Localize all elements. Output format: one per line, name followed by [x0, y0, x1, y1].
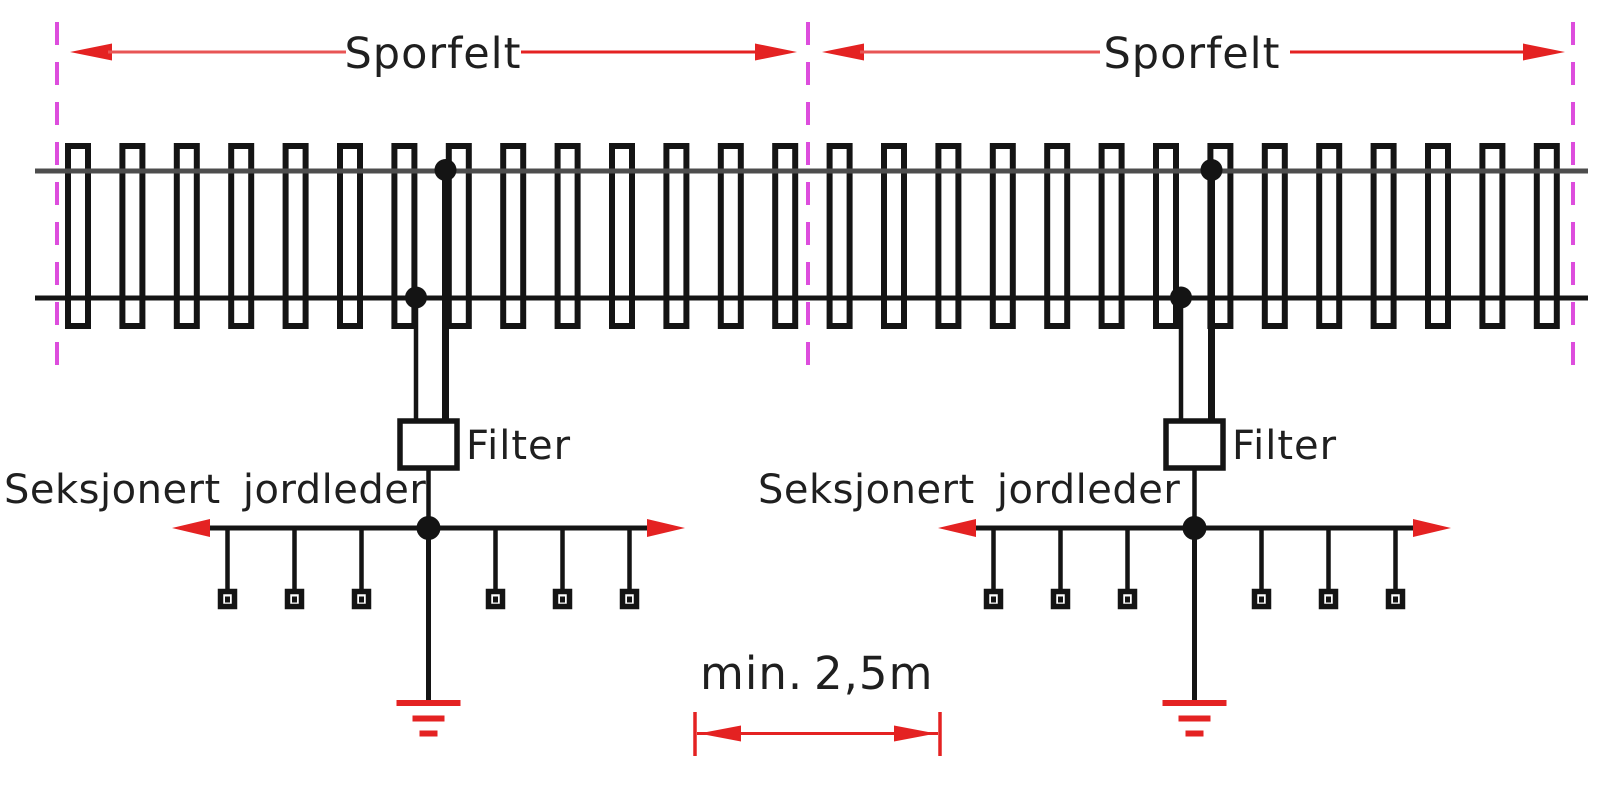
electrode-core [225, 596, 230, 603]
separation-dimension: min. 2,5m [693, 647, 942, 756]
electrode-core [991, 596, 996, 603]
filter-label: Filter [466, 423, 571, 469]
arrow-left-icon [822, 43, 864, 61]
sleeper [989, 143, 1016, 329]
ground-bar-3 [419, 730, 438, 737]
track-sleepers [65, 143, 1560, 329]
sleeper [500, 143, 527, 329]
electrode-core [560, 596, 565, 603]
filter-label: Filter [1232, 423, 1337, 469]
arrow-right-icon [894, 725, 936, 742]
arrow-left-icon [70, 43, 112, 61]
earth-electrodes [983, 528, 1406, 610]
sporfelt-label: Sporfelt [1104, 29, 1281, 79]
sleeper [65, 143, 91, 329]
electrode-core [493, 596, 498, 603]
rail-tap-node-bottom [1170, 286, 1192, 309]
sporfelt-span-right: Sporfelt [822, 29, 1565, 79]
sleeper [935, 143, 962, 329]
arrow-right-icon [1413, 519, 1451, 537]
sleeper [391, 143, 418, 329]
ground-symbol [1162, 700, 1227, 737]
arrow-right-icon [647, 519, 685, 537]
jordleder-label: Seksjonert jordleder [4, 467, 426, 513]
rail-tap-node-top [1200, 159, 1223, 181]
ground-bar-1 [1162, 700, 1227, 706]
sleeper [337, 143, 363, 329]
arrow-left-icon [938, 519, 976, 537]
electrode-core [359, 596, 364, 603]
sleeper [173, 143, 200, 329]
sleeper [609, 143, 635, 329]
dimension-value-label: 2,5m [814, 647, 933, 700]
sleeper [1425, 143, 1451, 329]
sleeper [1261, 143, 1288, 329]
sleeper [554, 143, 581, 329]
electrode-core [1326, 596, 1331, 603]
sporfelt-label: Sporfelt [345, 29, 522, 79]
electrode-core [292, 596, 297, 603]
ground-bar-2 [1178, 715, 1211, 722]
arrow-right-icon [1523, 43, 1565, 61]
electrode-core [1058, 596, 1063, 603]
track-connection-right: Filter Seksjonert jordleder [758, 159, 1451, 737]
sleeper [826, 143, 853, 329]
sleeper [772, 143, 799, 329]
sleeper [663, 143, 690, 329]
sleeper [717, 143, 744, 329]
ground-bar-2 [412, 715, 445, 722]
jordleder-label: Seksjonert jordleder [758, 467, 1180, 513]
sleeper [119, 143, 146, 329]
electrode-core [627, 596, 632, 603]
arrow-right-icon [755, 43, 797, 61]
rail-tap-node-bottom [405, 286, 427, 309]
sleeper [1098, 143, 1125, 329]
sleeper [1044, 143, 1071, 329]
filter-box [397, 418, 460, 471]
sleeper [881, 143, 907, 329]
arrow-left-icon [699, 725, 741, 742]
track-connection-left: Filter Seksjonert jordleder [4, 159, 685, 737]
sleeper [282, 143, 309, 329]
filter-box [1163, 418, 1226, 471]
dimension-prefix-label: min. [700, 647, 803, 700]
ground-symbol [396, 700, 461, 737]
electrode-core [1259, 596, 1264, 603]
sporfelt-span-left: Sporfelt [70, 29, 797, 79]
sleeper [1370, 143, 1397, 329]
rail-tap-node-top [434, 159, 457, 181]
earth-electrodes [217, 528, 640, 610]
electrode-core [1125, 596, 1130, 603]
ground-bar-1 [396, 700, 461, 706]
sleeper [1533, 143, 1560, 329]
arrow-left-icon [172, 519, 210, 537]
electrode-core [1393, 596, 1398, 603]
sleeper [228, 143, 255, 329]
sleeper [1316, 143, 1343, 329]
sleeper [1153, 143, 1179, 329]
sleeper [1479, 143, 1506, 329]
ground-bar-3 [1185, 730, 1204, 737]
